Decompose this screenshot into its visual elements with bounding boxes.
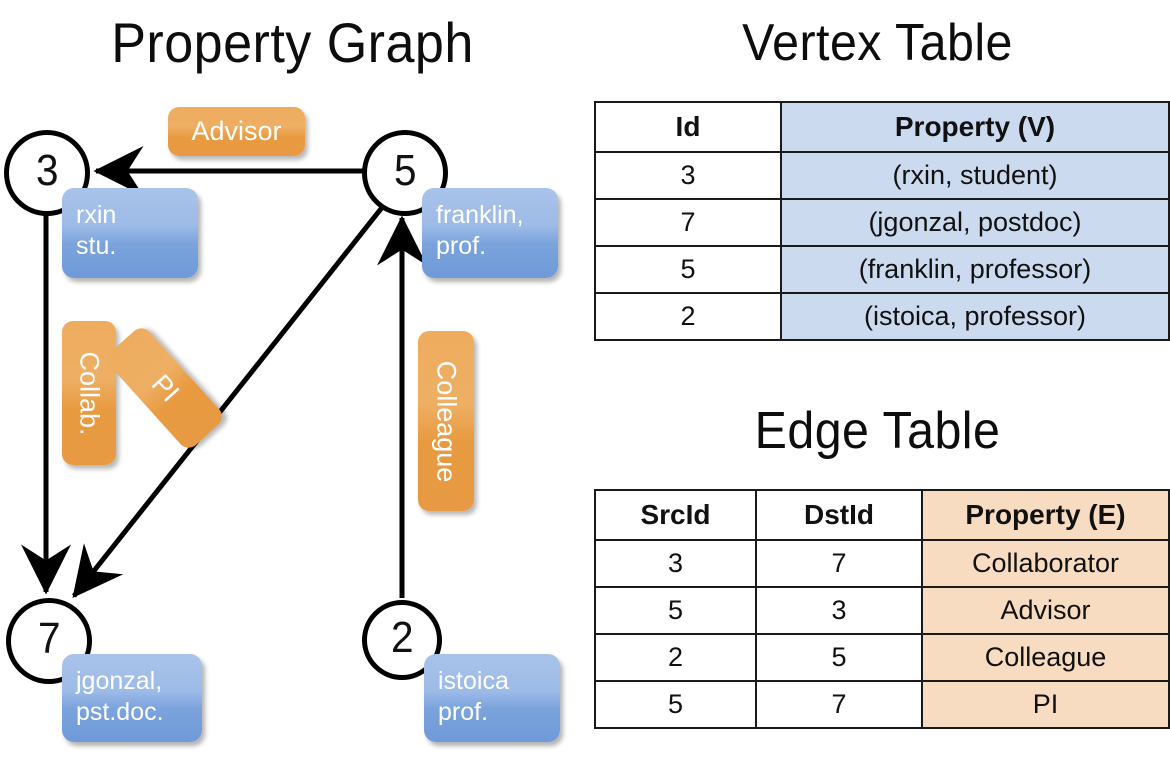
vertex-table-header-row: Id Property (V) (594, 101, 1170, 153)
table-row: 2 5 Colleague (594, 633, 1170, 682)
edge-table: SrcId DstId Property (E) 3 7 Collaborato… (594, 489, 1170, 729)
graph-node-2[interactable]: 2 (362, 600, 442, 680)
edge-cell-property: Advisor (921, 586, 1170, 635)
table-row: 5 7 PI (594, 680, 1170, 729)
vertex-cell-property: (jgonzal, postdoc) (780, 198, 1170, 247)
vertex-cell-id: 7 (594, 198, 782, 247)
page-title-edge-table: Edge Table (754, 402, 1001, 460)
edge-label-collab: Collab. (62, 321, 116, 465)
vertex-cell-id: 5 (594, 245, 782, 294)
edge-table-header-property: Property (E) (921, 489, 1170, 541)
edge-label-colleague-text: Colleague (431, 360, 462, 482)
graph-node-7-label: 7 (37, 614, 61, 663)
table-row: 3 (rxin, student) (594, 151, 1170, 200)
edge-label-advisor: Advisor (168, 107, 305, 156)
graph-node-2-label: 2 (390, 613, 414, 662)
vertex-cell-property: (rxin, student) (780, 151, 1170, 200)
page-title-vertex-table: Vertex Table (742, 14, 1013, 72)
edge-cell-srcid: 3 (594, 539, 757, 588)
edge-label-collab-text: Collab. (74, 350, 105, 436)
page-title-property-graph: Property Graph (111, 11, 474, 74)
vertex-table-header-property: Property (V) (780, 101, 1170, 153)
graph-node-5[interactable]: 5 (362, 130, 448, 216)
table-row: 5 (franklin, professor) (594, 245, 1170, 294)
node-property-box-2: istoica prof. (424, 654, 560, 742)
edge-5-to-7 (72, 203, 386, 598)
edge-cell-dstid: 7 (755, 539, 923, 588)
vertex-table: Id Property (V) 3 (rxin, student) 7 (jgo… (594, 101, 1170, 341)
table-row: 5 3 Advisor (594, 586, 1170, 635)
graph-edges-layer (21, 146, 427, 598)
edge-cell-dstid: 3 (755, 586, 923, 635)
edge-cell-property: Colleague (921, 633, 1170, 682)
vertex-table-header-id: Id (594, 101, 782, 153)
edge-table-header-row: SrcId DstId Property (E) (594, 489, 1170, 541)
edge-cell-srcid: 2 (594, 633, 757, 682)
table-row: 7 (jgonzal, postdoc) (594, 198, 1170, 247)
vertex-cell-property: (istoica, professor) (780, 292, 1170, 341)
edge-table-header-dstid: DstId (755, 489, 923, 541)
table-row: 3 7 Collaborator (594, 539, 1170, 588)
node-property-box-3: rxin stu. (62, 188, 198, 278)
edge-cell-property: Collaborator (921, 539, 1170, 588)
vertex-cell-id: 2 (594, 292, 782, 341)
edge-label-colleague: Colleague (418, 331, 474, 511)
vertex-cell-id: 3 (594, 151, 782, 200)
edge-cell-dstid: 5 (755, 633, 923, 682)
vertex-cell-property: (franklin, professor) (780, 245, 1170, 294)
edge-cell-srcid: 5 (594, 586, 757, 635)
edge-label-pi-text: PI (145, 368, 186, 408)
graph-node-3-label: 3 (35, 146, 59, 195)
edge-cell-property: PI (921, 680, 1170, 729)
graph-node-5-label: 5 (393, 146, 417, 195)
table-row: 2 (istoica, professor) (594, 292, 1170, 341)
node-property-box-7: jgonzal, pst.doc. (62, 654, 202, 742)
edge-cell-srcid: 5 (594, 680, 757, 729)
edge-table-header-srcid: SrcId (594, 489, 757, 541)
edge-label-advisor-text: Advisor (191, 116, 282, 146)
edge-cell-dstid: 7 (755, 680, 923, 729)
node-property-box-5: franklin, prof. (422, 188, 558, 278)
property-graph-diagram: 3 5 7 2 rxin stu. franklin, prof. jgonza… (4, 107, 560, 742)
